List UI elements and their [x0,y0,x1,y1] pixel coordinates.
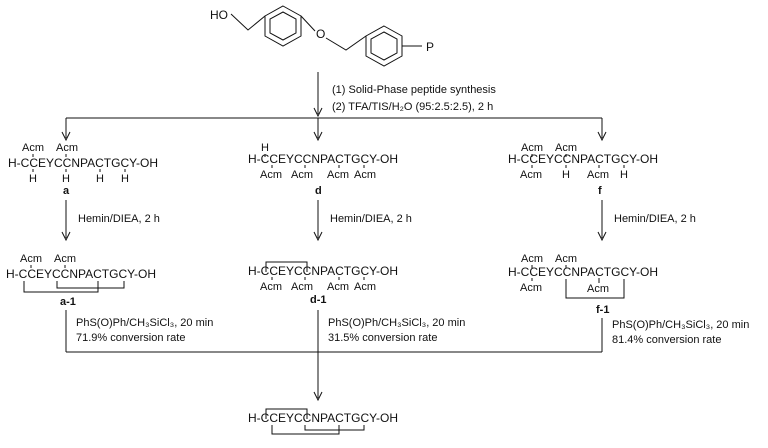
peptide-sequence-final: H-CCEYCCNPACTGCY-OH [248,411,398,425]
acm-label: Acm [260,169,282,181]
acm-label: Acm [327,169,349,181]
benzene-ring-2-inner [370,31,398,61]
resin-linker-structure: HO O P [210,5,434,67]
oxidation-condition-a: Hemin/DIEA, 2 h [78,213,160,225]
conversion-rate-d: 31.5% conversion rate [328,332,437,344]
acm-label: Acm [587,283,609,295]
compound-label-f1: f-1 [596,304,609,316]
final-product: H-CCEYCCNPACTGCY-OH [248,408,398,435]
oxidation-condition-d: Hemin/DIEA, 2 h [330,213,412,225]
disulfide-bridge [565,279,625,299]
acm-label: Acm [291,169,313,181]
disulfide-bridge [56,281,125,289]
oxidation-condition-f: Hemin/DIEA, 2 h [614,213,696,225]
step1-line2: (2) TFA/TIS/H₂O (95:2.5:2.5), 2 h [332,101,493,113]
acm-label: Acm [555,253,577,265]
acm-label: Acm [327,281,349,293]
conversion-rate-a: 71.9% conversion rate [76,332,185,344]
benzene-ring-2 [365,25,403,67]
benzene-ring-1-inner [269,11,297,41]
reduction-condition-a: PhS(O)Ph/CH₃SiCl₃, 20 min [76,317,213,329]
hydrogen-label: H [29,173,37,185]
reduction-condition-d: PhS(O)Ph/CH₃SiCl₃, 20 min [328,317,465,329]
peptide-sequence-a: H-CCEYCCNPACTGCY-OH [8,156,158,170]
oxidation-arrow-a-head [61,231,71,242]
peptide-sequence-a1: H-CCEYCCNPACTGCY-OH [6,267,156,281]
benzene-ring-1 [264,5,302,47]
compound-a1: Acm Acm H-CCEYCCNPACTGCY-OH a-1 [6,253,156,308]
compound-label-a: a [63,185,70,197]
hydrogen-label: H [562,169,570,181]
compound-label-a1: a-1 [60,296,76,308]
ether-oxygen-label: O [316,27,325,41]
hydrogen-label: H [62,173,70,185]
disulfide-bridge [265,261,308,272]
compound-label-f: f [598,185,602,197]
oxidation-arrow-f-head [597,231,607,242]
compound-label-d1: d-1 [310,294,327,306]
acm-label: Acm [520,169,542,181]
ether-bond-2 [325,35,367,51]
acm-label: Acm [22,142,44,154]
acm-label: Acm [291,281,313,293]
acm-label: Acm [521,253,543,265]
hydrogen-label: H [121,173,129,185]
main-arrow-head [313,107,323,118]
compound-d: H H-CCEYCCNPACTGCY-OH Acm Acm Acm Acm d [248,142,398,197]
acm-label: Acm [54,253,76,265]
peptide-sequence-f: H-CCEYCCNPACTGCY-OH [508,152,658,166]
acm-label: Acm [555,142,577,154]
compound-f1: Acm Acm H-CCEYCCNPACTGCY-OH Acm Acm f-1 [508,253,658,316]
branch-arrow-a-head [61,131,71,142]
disulfide-bridge [265,408,308,419]
peptide-sequence-d1: H-CCEYCCNPACTGCY-OH [248,264,398,278]
acm-label: Acm [520,282,542,294]
acm-label: Acm [354,281,376,293]
acm-label: Acm [587,169,609,181]
disulfide-bridge [23,281,99,293]
resin-label: P [426,40,434,54]
peptide-sequence-f1: H-CCEYCCNPACTGCY-OH [508,265,658,279]
acm-label: Acm [20,253,42,265]
hydrogen-label: H [96,173,104,185]
ether-bond-1 [300,15,316,32]
reduction-condition-f: PhS(O)Ph/CH₃SiCl₃, 20 min [612,319,749,331]
hydrogen-label: H [620,169,628,181]
compound-f: Acm Acm H-CCEYCCNPACTGCY-OH Acm H Acm H … [508,142,658,197]
branch-arrow-d-head [313,131,323,142]
acm-label: Acm [521,142,543,154]
acm-label: Acm [354,169,376,181]
hydroxyl-label: HO [210,8,228,22]
acm-label: Acm [56,142,78,154]
acm-label: Acm [260,281,282,293]
branch-arrow-f-head [597,131,607,142]
compound-label-d: d [315,185,322,197]
hydroxymethyl-bond [230,13,266,31]
compound-a: Acm Acm H-CCEYCCNPACTGCY-OH H H H H a [8,142,158,197]
disulfide-bridge [304,425,365,431]
conversion-rate-f: 81.4% conversion rate [612,334,721,346]
compound-d1: H-CCEYCCNPACTGCY-OH Acm Acm Acm Acm d-1 [248,261,398,306]
hydrogen-label: H [261,142,269,154]
final-arrow-head [313,391,323,402]
peptide-sequence-d: H-CCEYCCNPACTGCY-OH [248,152,398,166]
step1-line1: (1) Solid-Phase peptide synthesis [332,84,496,96]
oxidation-arrow-d-head [313,231,323,242]
